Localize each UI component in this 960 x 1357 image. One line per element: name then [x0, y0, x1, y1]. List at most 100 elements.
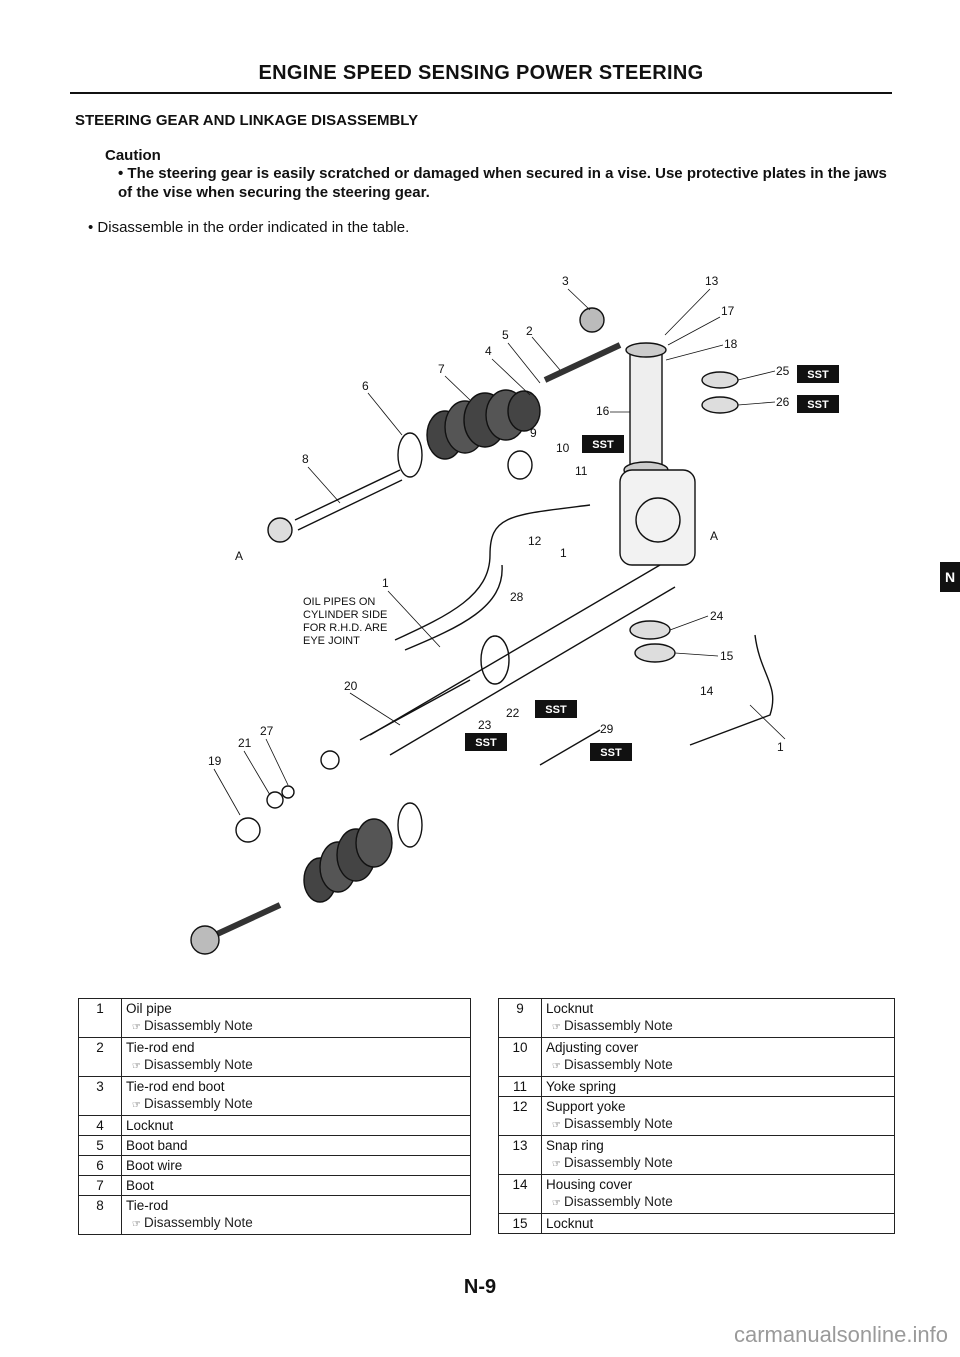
- reference-arrow-icon: ☞: [552, 1061, 561, 1072]
- sst-label-26: SST: [807, 399, 829, 411]
- part-cell: Housing cover ☞Disassembly Note: [541, 1174, 895, 1214]
- part-name: Boot: [126, 1178, 154, 1193]
- part-number: 14: [498, 1174, 542, 1214]
- part-name: Tie-rod: [126, 1198, 169, 1213]
- disassembly-note: ☞Disassembly Note: [126, 1017, 466, 1036]
- disassembly-note: ☞Disassembly Note: [546, 1056, 890, 1075]
- note-text: Disassembly Note: [143, 1215, 253, 1230]
- exploded-view-diagram: SST SST SST SST SST SST OIL PIPES ON CYL…: [190, 274, 839, 955]
- part-number: 11: [498, 1076, 542, 1097]
- part-number: 1: [78, 998, 122, 1038]
- callout-25: 25: [776, 364, 790, 378]
- part-number: 13: [498, 1135, 542, 1175]
- lower-boot: [303, 818, 393, 903]
- callout-11: 11: [575, 464, 588, 478]
- sst-label-25: SST: [807, 369, 829, 381]
- note-text: Disassembly Note: [563, 1018, 673, 1033]
- callout-3: 3: [562, 274, 569, 288]
- part-cell: Locknut: [541, 1213, 895, 1234]
- disassembly-note: ☞Disassembly Note: [546, 1115, 890, 1134]
- sst-label-10: SST: [592, 439, 614, 451]
- disassembly-note: ☞Disassembly Note: [546, 1017, 890, 1036]
- callout-14: 14: [700, 684, 714, 698]
- part-cell: Tie-rod end☞Disassembly Note: [121, 1037, 471, 1077]
- part-number: 12: [498, 1096, 542, 1136]
- part-cell: Locknut: [121, 1115, 471, 1136]
- part-cell: Tie-rod end boot☞Disassembly Note: [121, 1076, 471, 1116]
- reference-arrow-icon: ☞: [552, 1022, 561, 1033]
- part-number: 10: [498, 1037, 542, 1077]
- reference-arrow-icon: ☞: [552, 1120, 561, 1131]
- part-name: Tie-rod end boot: [126, 1079, 225, 1094]
- part-cell: Adjusting cover☞Disassembly Note: [541, 1037, 895, 1077]
- callout-13: 13: [705, 274, 719, 288]
- part-number: 2: [78, 1037, 122, 1077]
- part-name: Locknut: [546, 1216, 594, 1231]
- callout-15: 15: [720, 649, 734, 663]
- callout-26: 26: [776, 395, 790, 409]
- title-rule: [70, 92, 892, 94]
- part-cell: Locknut☞Disassembly Note: [541, 998, 895, 1038]
- callout-21: 21: [238, 736, 252, 750]
- sst-label-29: SST: [600, 747, 622, 759]
- upper-tie-rod-end: [267, 517, 293, 543]
- callout-28: 28: [510, 590, 524, 604]
- note-text: Disassembly Note: [143, 1057, 253, 1072]
- page-number: N-9: [463, 1276, 497, 1298]
- callout-19: 19: [208, 754, 222, 768]
- part-cell: Oil pipe☞Disassembly Note: [121, 998, 471, 1038]
- callout-29: 29: [600, 722, 614, 736]
- caution-heading: Caution: [105, 147, 161, 164]
- part-name: Locknut: [126, 1118, 174, 1133]
- oil-pipe-note-line3: FOR R.H.D. ARE: [303, 622, 387, 634]
- part-number: 8: [78, 1195, 122, 1235]
- page-title: ENGINE SPEED SENSING POWER STEERING: [258, 62, 704, 84]
- callout-17: 17: [721, 304, 735, 318]
- oil-pipe-note-line2: CYLINDER SIDE: [303, 609, 387, 621]
- callout-18: 18: [724, 337, 738, 351]
- part-number: 4: [78, 1115, 122, 1136]
- disassembly-note: ☞Disassembly Note: [126, 1095, 466, 1114]
- callout-10: 10: [556, 441, 570, 455]
- section-title: STEERING GEAR AND LINKAGE DISASSEMBLY: [75, 112, 419, 129]
- reference-arrow-icon: ☞: [132, 1022, 141, 1033]
- upper-boot: [426, 389, 541, 460]
- part-cell: Boot wire: [121, 1155, 471, 1176]
- reference-arrow-icon: ☞: [552, 1159, 561, 1170]
- part-name: Housing cover: [546, 1177, 633, 1192]
- part-cell: Snap ring☞Disassembly Note: [541, 1135, 895, 1175]
- callout-20: 20: [344, 679, 358, 693]
- note-text: Disassembly Note: [563, 1194, 673, 1209]
- callout-5: 5: [502, 328, 509, 342]
- reference-arrow-icon: ☞: [132, 1219, 141, 1230]
- part-name: Support yoke: [546, 1099, 626, 1114]
- reference-arrow-icon: ☞: [132, 1100, 141, 1111]
- callout-24: 24: [710, 609, 724, 623]
- callout-A-right: A: [710, 529, 718, 543]
- callout-27: 27: [260, 724, 274, 738]
- callout-8: 8: [302, 452, 309, 466]
- table-row: 4 Locknut: [78, 1115, 471, 1136]
- disassembly-note: ☞Disassembly Note: [546, 1154, 890, 1173]
- note-text: Disassembly Note: [563, 1155, 673, 1170]
- part-cell: Boot: [121, 1175, 471, 1196]
- callout-2: 2: [526, 324, 533, 338]
- table-row: 14 Housing cover ☞Disassembly Note: [498, 1174, 895, 1214]
- callout-7: 7: [438, 362, 445, 376]
- part-cell: Yoke spring: [541, 1076, 895, 1097]
- reference-arrow-icon: ☞: [132, 1061, 141, 1072]
- callout-22: 22: [506, 706, 520, 720]
- part-number: 9: [498, 998, 542, 1038]
- note-text: Disassembly Note: [563, 1116, 673, 1131]
- reference-arrow-icon: ☞: [552, 1198, 561, 1209]
- part-name: Boot wire: [126, 1158, 183, 1173]
- oil-pipe-note-line4: EYE JOINT: [303, 635, 360, 647]
